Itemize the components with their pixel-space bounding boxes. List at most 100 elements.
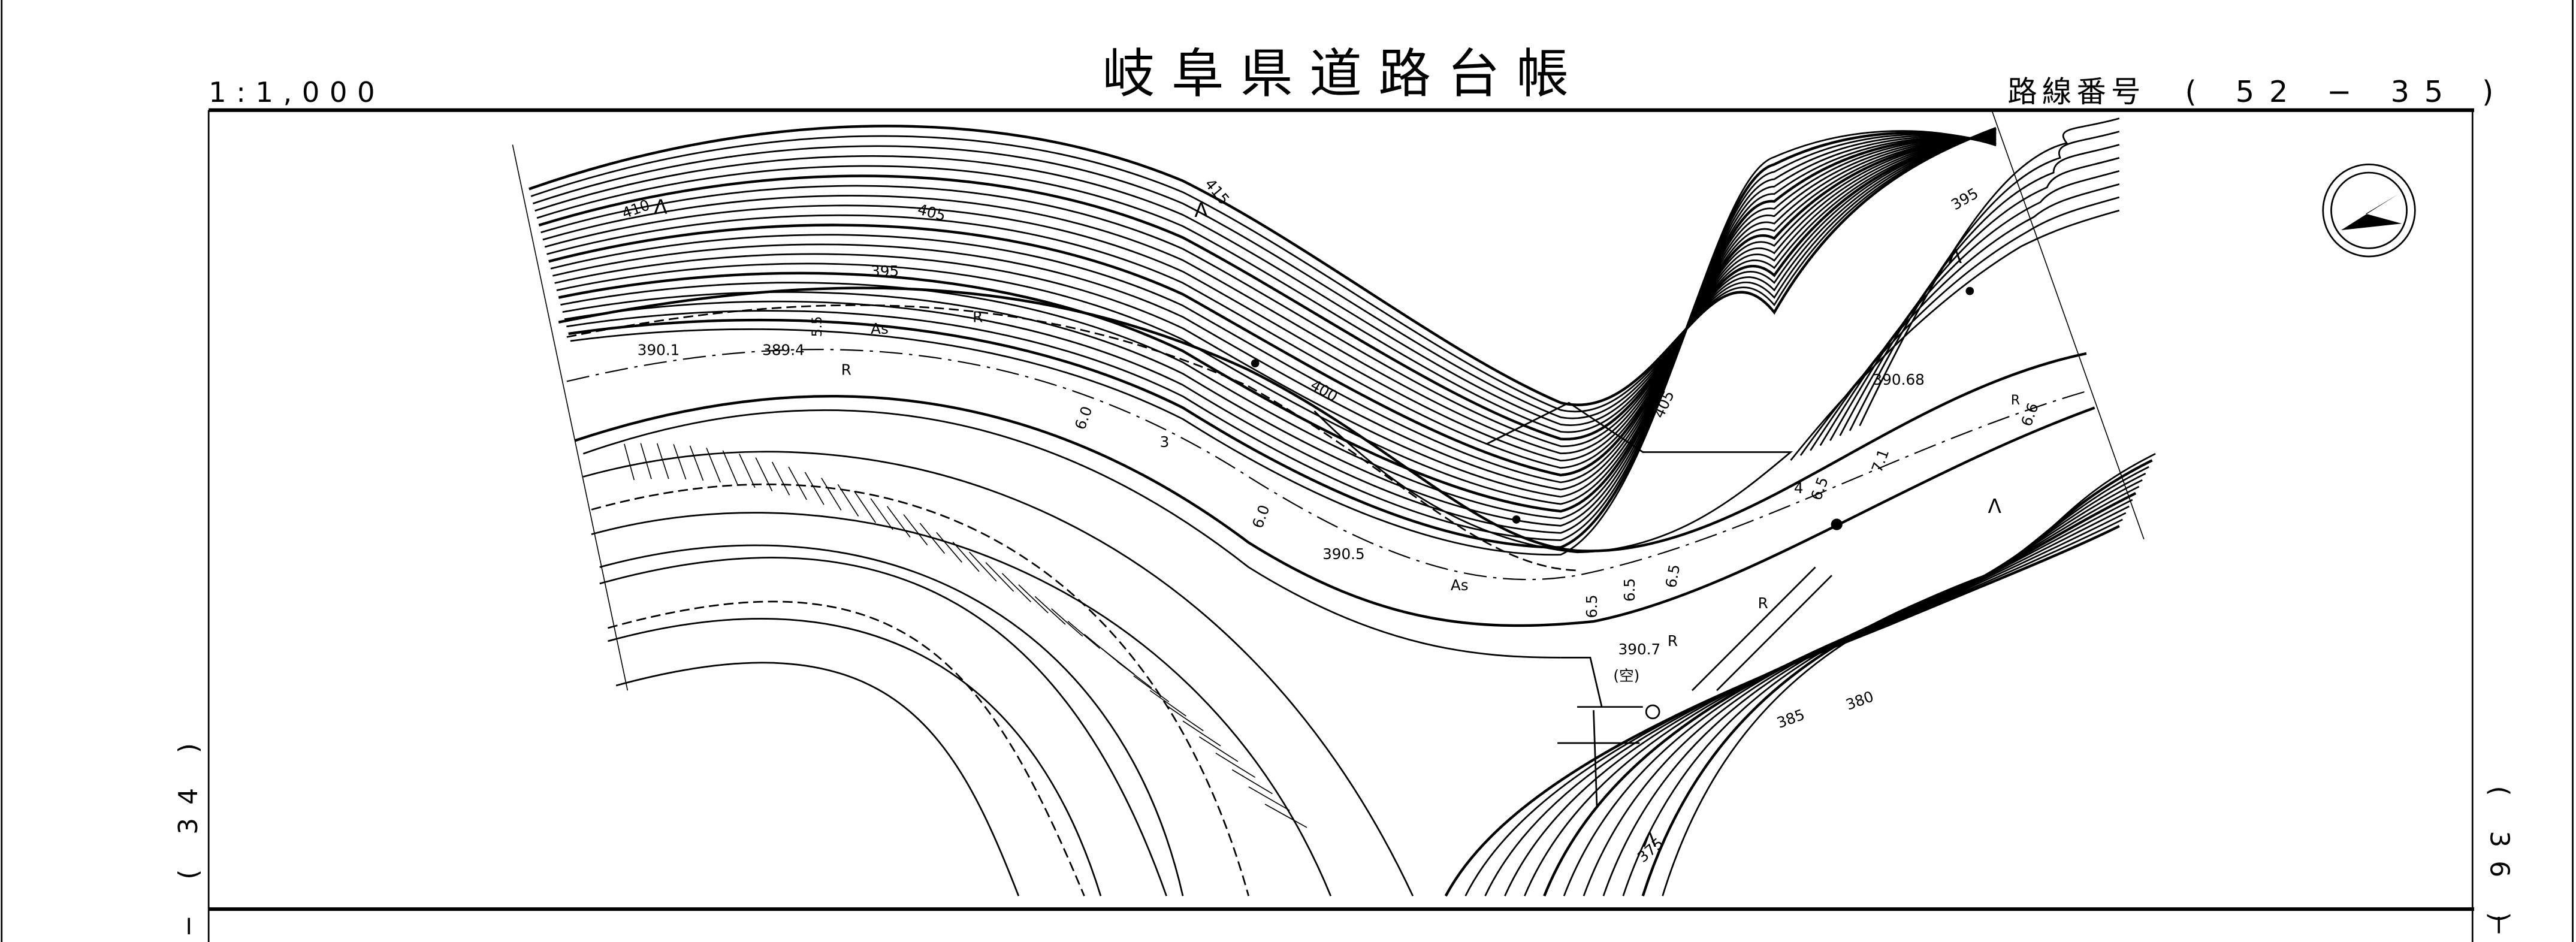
contour-line (1849, 131, 2120, 431)
hatch-tick (640, 443, 652, 479)
survey-point (1965, 286, 1974, 295)
survey-point (1512, 515, 1521, 524)
wall-label: R (1758, 594, 1768, 612)
hatch-tick (1034, 596, 1066, 625)
contour-line (1829, 157, 2120, 441)
width-label: 6.5 (1621, 578, 1638, 602)
wall-label: R (973, 309, 983, 326)
contours-upper (529, 125, 1997, 556)
hatch-tick (936, 532, 962, 563)
arc-line (608, 618, 1102, 896)
hatch-tick (821, 478, 842, 511)
route-label: 路線番号 (2007, 74, 2145, 109)
embankment-edge (1313, 401, 1793, 554)
contour-line (558, 137, 1997, 513)
field-symbol: Λ (1194, 198, 1208, 222)
field-symbol: Λ (1949, 244, 1962, 268)
contour-line (564, 135, 1997, 534)
survey-point (1831, 518, 1843, 530)
contour-line (1444, 524, 2120, 897)
hatch-tick (788, 466, 807, 500)
contour-line (1662, 452, 2156, 896)
road-number: 3 (1160, 433, 1170, 451)
vacant-label: (空) (1613, 667, 1639, 684)
hatch-tick (985, 562, 1014, 592)
width-label: 7.1 (1868, 446, 1893, 475)
contour-line (546, 134, 1997, 469)
contour-line (540, 132, 1997, 447)
elevation-label: 390.68 (1873, 371, 1925, 388)
field-symbol: Λ (654, 195, 668, 219)
width-label: 4 (1794, 479, 1804, 497)
contour-line (552, 137, 1997, 491)
width-label: 5.5 (810, 316, 825, 337)
lower-road-arcs (582, 443, 1414, 896)
contours-lower (1444, 452, 2156, 897)
contour-label: 395 (871, 262, 899, 280)
contour-line (542, 133, 1997, 455)
hatch-tick (870, 498, 893, 530)
scale-label: 1:1,000 (209, 76, 385, 108)
contour-label: 380 (1844, 687, 1876, 713)
hatch-tick (1231, 769, 1273, 795)
contour-label: 395 (1948, 185, 1981, 214)
contour-line (556, 137, 1997, 505)
hatch-tick (771, 461, 790, 496)
contour-line (532, 129, 1997, 419)
contour-line (562, 136, 1997, 527)
surface-label: As (1451, 576, 1469, 594)
hatch-tick (1264, 804, 1307, 828)
arc-line (591, 483, 1250, 896)
adjacent-sheet-left: ( 34 ) (173, 730, 204, 880)
adjacent-sheet-left-dash: − (173, 915, 204, 937)
page-title: 岐阜県道路台帳 (1103, 44, 1586, 105)
wall-label: R (841, 361, 851, 379)
contour-line (554, 137, 1997, 498)
hatch-tick (837, 484, 859, 517)
contour-label: 410 (620, 196, 652, 222)
contours-right (1790, 117, 2120, 461)
hatch-tick (673, 444, 687, 480)
arc-line (582, 451, 1414, 896)
arc-line (591, 512, 1332, 896)
contour-line (1602, 472, 2146, 896)
road (558, 286, 2095, 806)
road-edge-lower-2 (582, 409, 1561, 659)
hatch-tick (755, 457, 773, 491)
contour-line (1839, 144, 2120, 436)
wall-label: R (2011, 393, 2020, 408)
hatch-tick (689, 445, 704, 481)
width-label: 6.5 (1662, 563, 1683, 589)
hatch-tick (656, 443, 669, 479)
surface-label: As (871, 320, 889, 337)
hatch-tick (886, 506, 911, 538)
hatch-tick (969, 551, 997, 582)
field-symbol: Λ (1643, 828, 1657, 852)
contour-line (570, 130, 1997, 556)
hatch-tick (1001, 573, 1032, 603)
hatch-tick (854, 491, 877, 523)
field-symbol: Λ (1988, 494, 2001, 518)
arc-line (599, 544, 1184, 896)
hatch-tick (1051, 608, 1083, 637)
width-label: 6.5 (1807, 475, 1832, 503)
contour-line (536, 131, 1997, 433)
north-arrow-icon (2322, 163, 2416, 258)
arc-line (599, 557, 1167, 896)
contour-line (538, 131, 1997, 440)
contour-line (1810, 183, 2120, 451)
manhole-icon (1645, 704, 1660, 720)
adjacent-sheet-right: ( 36 ) (2484, 786, 2514, 935)
sheet-cut-left (512, 144, 629, 691)
survey-point (1251, 359, 1260, 368)
width-label: 6.5 (1583, 594, 1600, 618)
hatch-tick (952, 541, 980, 572)
contour-label: 385 (1774, 706, 1807, 732)
hatch-tick (903, 514, 928, 546)
hatch-tick (739, 453, 756, 488)
contour-line (1819, 170, 2120, 446)
elevation-label: 390.7 (1618, 641, 1661, 658)
contour-line (1543, 492, 2137, 896)
elevation-label: 389.4 (762, 342, 805, 359)
